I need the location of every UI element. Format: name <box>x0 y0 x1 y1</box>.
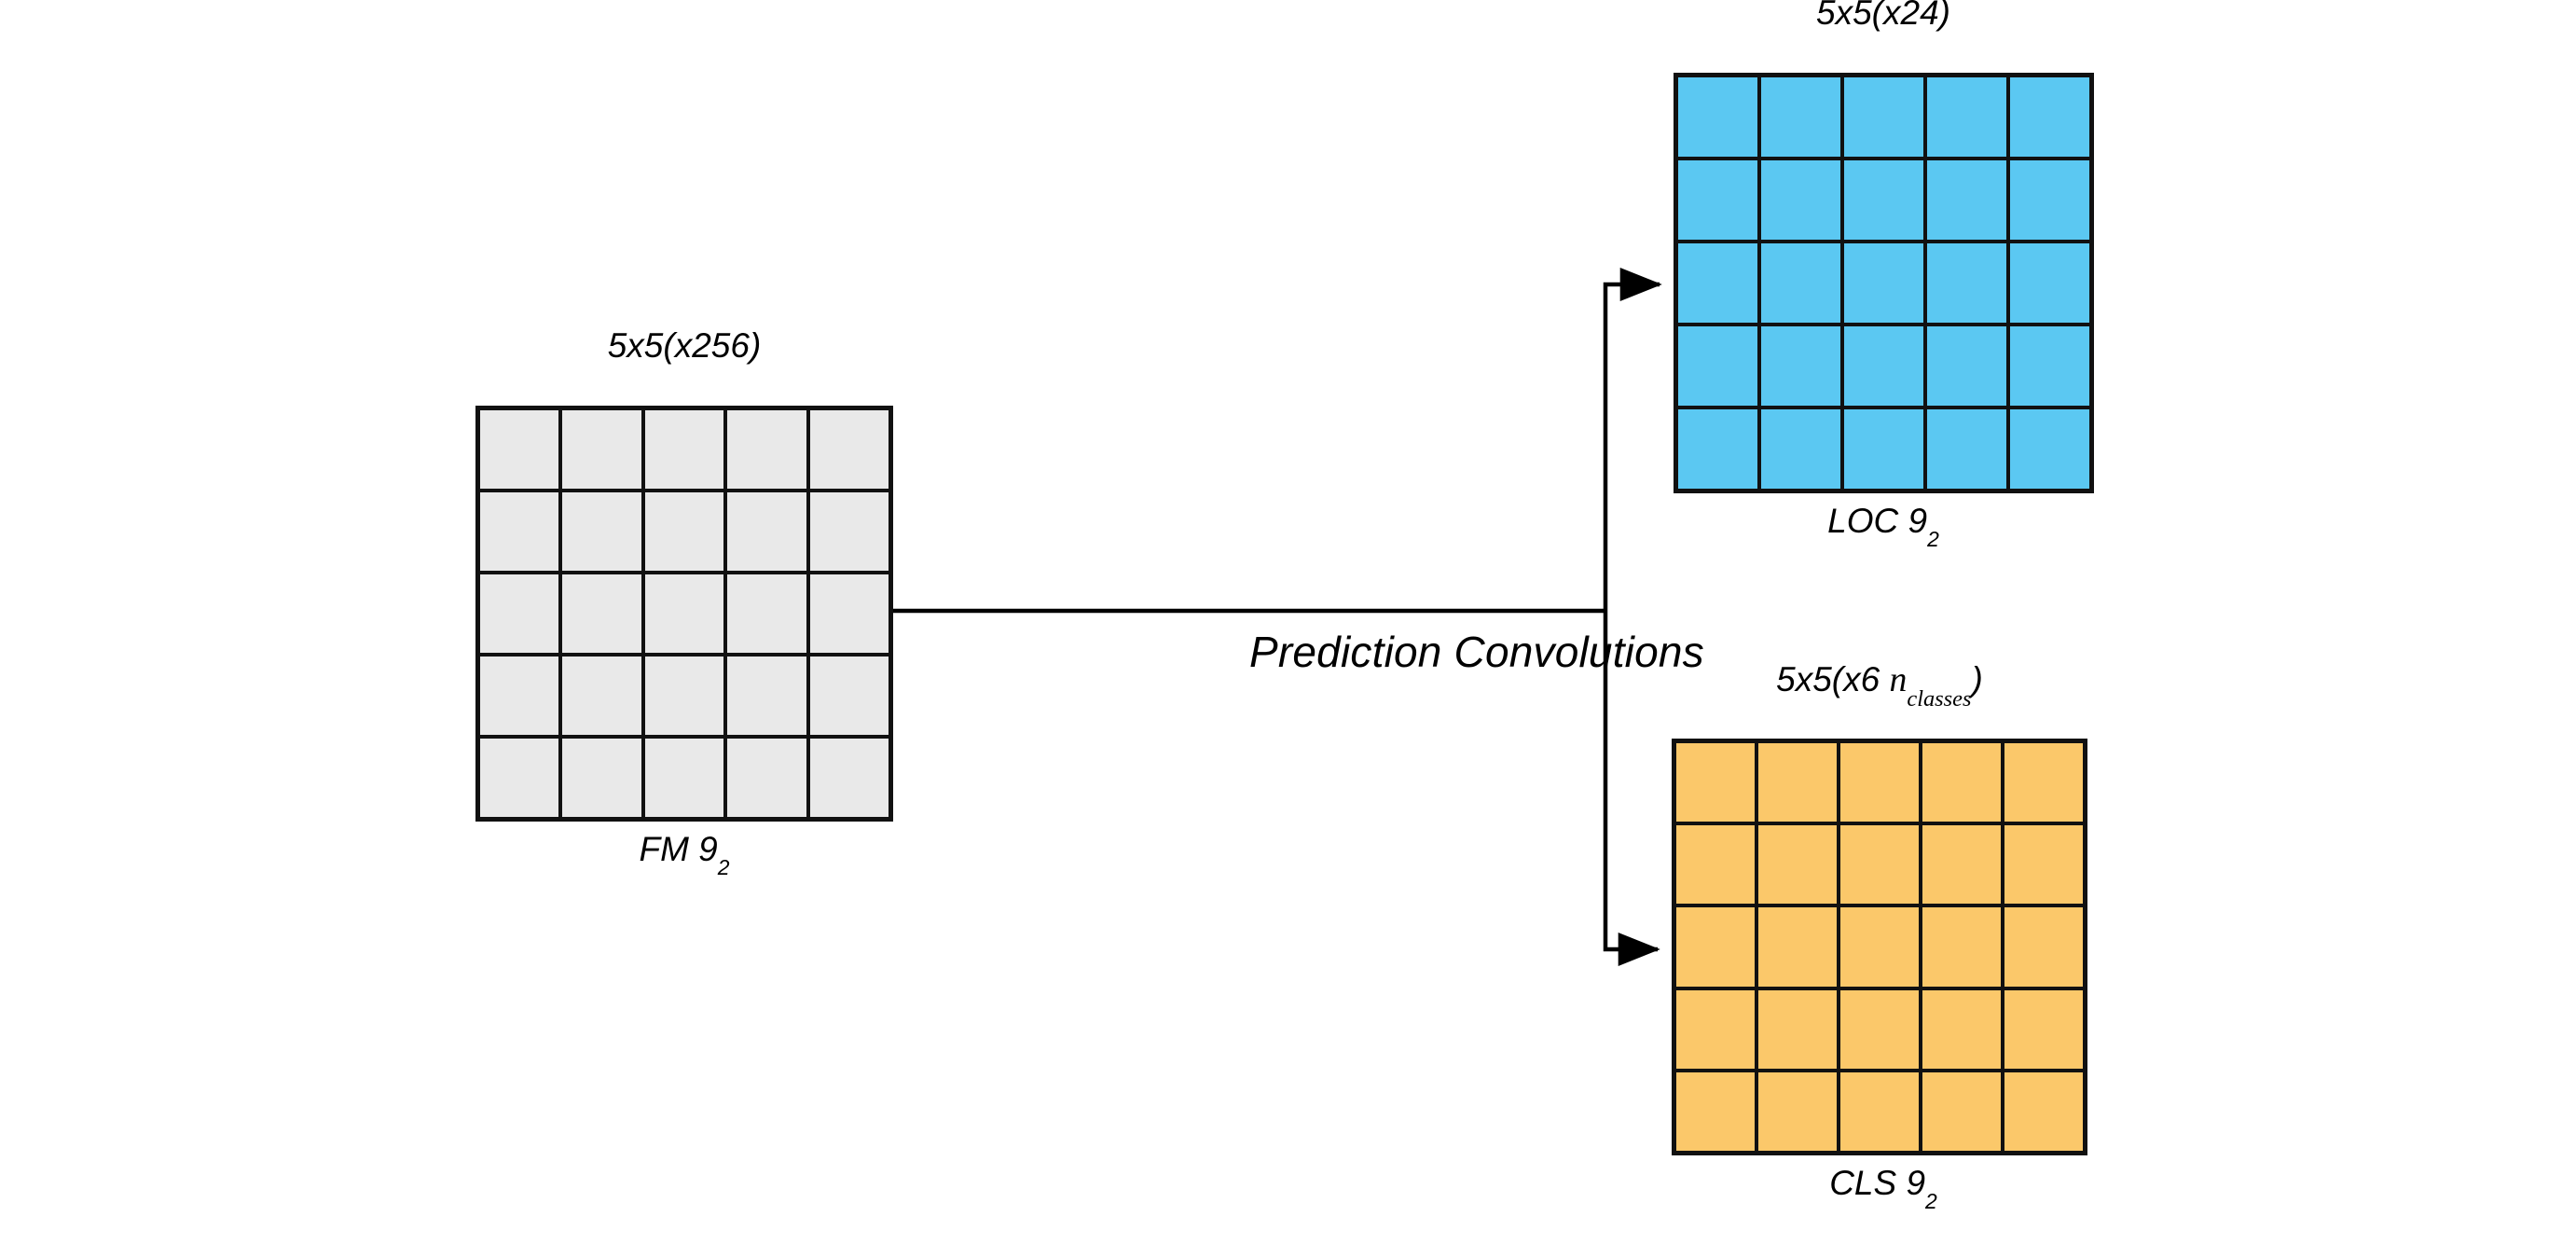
grid-cell <box>1758 743 1837 822</box>
grid-cell <box>2004 743 2083 822</box>
grid-cell <box>644 574 724 653</box>
connector-branch-loc <box>1603 268 1662 611</box>
grid-cell <box>809 410 889 489</box>
grid-cell <box>1922 989 2001 1069</box>
grid-cell <box>1678 77 1757 157</box>
grid-cell <box>562 574 641 653</box>
grid-cell <box>480 492 559 571</box>
grid-cell <box>644 739 724 817</box>
grid-cell <box>727 410 806 489</box>
grid-cell <box>1676 825 1755 905</box>
grid-cell <box>2004 989 2083 1069</box>
grid-cell <box>727 739 806 817</box>
classification-grid <box>1672 739 2087 1155</box>
grid-cell <box>809 739 889 817</box>
grid-cell <box>1758 825 1837 905</box>
grid-cell <box>1927 243 2006 323</box>
grid-cell <box>1922 907 2001 987</box>
grid-cell <box>1927 77 2006 157</box>
grid-cell <box>2010 326 2089 406</box>
feature-map-name: FM 9 <box>639 830 718 868</box>
grid-cell <box>562 410 641 489</box>
grid-cell <box>1758 989 1837 1069</box>
grid-cell <box>1840 907 1919 987</box>
grid-cell <box>1758 907 1837 987</box>
grid-cell <box>2010 160 2089 240</box>
grid-cell <box>1840 825 1919 905</box>
localization-top-label: 5x5(x24) <box>1816 0 1950 32</box>
grid-cell <box>644 492 724 571</box>
grid-cell <box>562 657 641 735</box>
grid-cell <box>1927 326 2006 406</box>
grid-cell <box>2010 243 2089 323</box>
grid-cell <box>1758 1071 1837 1151</box>
grid-cell <box>2004 825 2083 905</box>
grid-cell <box>1676 743 1755 822</box>
grid-cell <box>644 657 724 735</box>
classification-top-label-prefix: 5x5(x6 <box>1776 660 1890 698</box>
classification-top-label-symbol-subscript: classes <box>1907 685 1972 712</box>
localization-grid <box>1674 73 2094 493</box>
grid-cell <box>1844 409 1923 489</box>
grid-cell <box>562 492 641 571</box>
grid-cell <box>1761 243 1840 323</box>
grid-cell <box>1676 989 1755 1069</box>
localization-name-label: LOC 92 <box>1827 502 1939 551</box>
grid-cell <box>1844 160 1923 240</box>
grid-cell <box>1676 907 1755 987</box>
grid-cell <box>1761 326 1840 406</box>
grid-cell <box>1761 77 1840 157</box>
feature-map-name-label: FM 92 <box>639 830 729 879</box>
grid-cell <box>562 739 641 817</box>
grid-cell <box>1840 743 1919 822</box>
grid-cell <box>480 657 559 735</box>
grid-cell <box>480 410 559 489</box>
feature-map-top-label: 5x5(x256) <box>607 326 762 365</box>
grid-cell <box>1840 989 1919 1069</box>
grid-cell <box>1761 160 1840 240</box>
grid-cell <box>809 492 889 571</box>
grid-cell <box>1678 409 1757 489</box>
grid-cell <box>1927 409 2006 489</box>
grid-cell <box>1678 243 1757 323</box>
grid-cell <box>1678 326 1757 406</box>
classification-top-label: 5x5(x6 nclasses) <box>1776 659 1983 712</box>
grid-cell <box>1761 409 1840 489</box>
classification-name-label: CLS 92 <box>1829 1164 1937 1213</box>
grid-cell <box>2010 77 2089 157</box>
grid-cell <box>809 574 889 653</box>
grid-cell <box>1840 1071 1919 1151</box>
grid-cell <box>727 492 806 571</box>
grid-cell <box>1922 1071 2001 1151</box>
feature-map-name-subscript: 2 <box>717 855 730 880</box>
grid-cell <box>644 410 724 489</box>
grid-cell <box>1922 825 2001 905</box>
grid-cell <box>1927 160 2006 240</box>
classification-top-label-suffix: ) <box>1971 660 1983 698</box>
grid-cell <box>2004 1071 2083 1151</box>
grid-cell <box>1844 243 1923 323</box>
grid-cell <box>1676 1071 1755 1151</box>
classification-top-label-symbol: n <box>1889 660 1908 699</box>
localization-name: LOC 9 <box>1827 502 1928 540</box>
localization-name-subscript: 2 <box>1927 527 1939 552</box>
grid-cell <box>1922 743 2001 822</box>
grid-cell <box>2004 907 2083 987</box>
classification-name: CLS 9 <box>1829 1164 1926 1202</box>
grid-cell <box>727 657 806 735</box>
grid-cell <box>727 574 806 653</box>
grid-cell <box>1678 160 1757 240</box>
grid-cell <box>1844 326 1923 406</box>
grid-cell <box>1844 77 1923 157</box>
prediction-convolutions-label: Prediction Convolutions <box>1249 628 1704 676</box>
grid-cell <box>480 574 559 653</box>
grid-cell <box>480 739 559 817</box>
feature-map-grid <box>475 406 893 822</box>
grid-cell <box>809 657 889 735</box>
classification-name-subscript: 2 <box>1925 1189 1937 1214</box>
grid-cell <box>2010 409 2089 489</box>
